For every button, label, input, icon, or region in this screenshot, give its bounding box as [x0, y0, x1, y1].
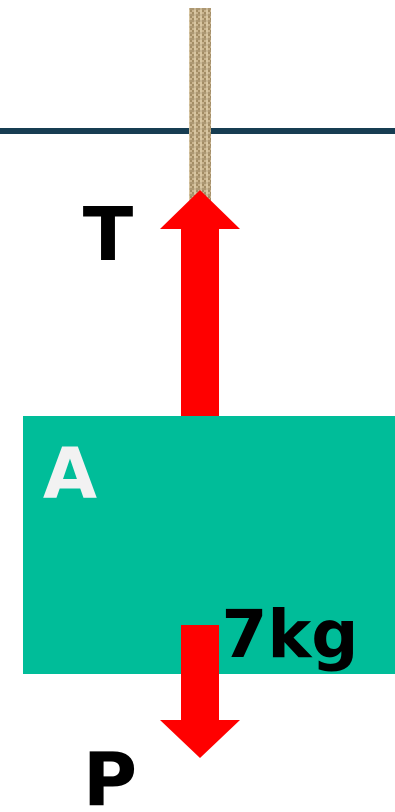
block-label: A: [43, 433, 97, 515]
weight-label: P: [83, 737, 137, 812]
tension-label: T: [83, 192, 134, 278]
mass-label: 7kg: [221, 596, 358, 673]
weight-arrow: [160, 625, 240, 758]
tension-arrow: [160, 190, 240, 420]
rope: [189, 8, 211, 203]
